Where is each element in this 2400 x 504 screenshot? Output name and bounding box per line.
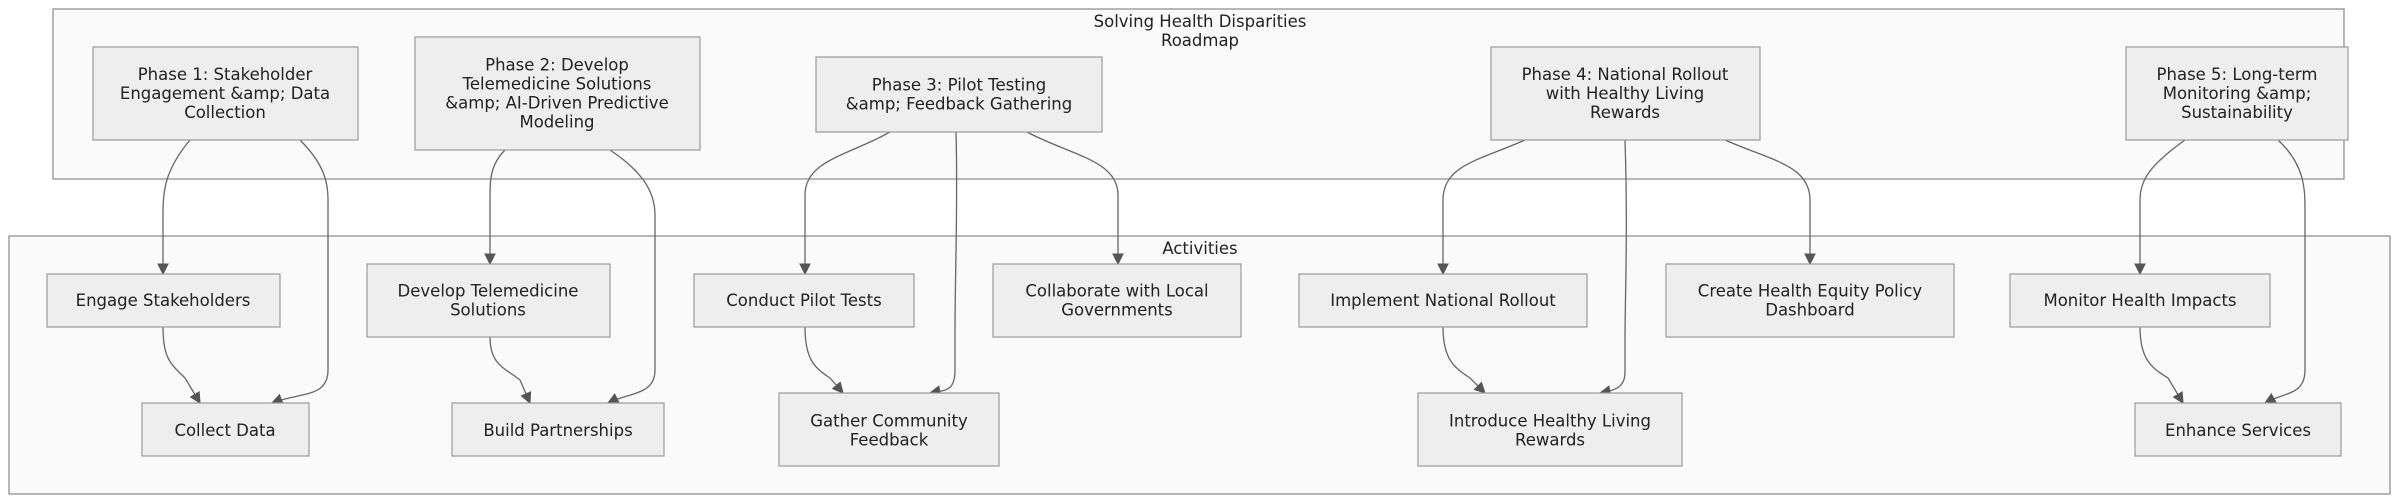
label-line: Engagement &amp; Data (120, 84, 330, 103)
edge-phase4-rewards (1598, 139, 1627, 397)
activity-conduct-pilot-tests-label: Conduct Pilot Tests (726, 291, 881, 310)
label-line: &amp; Feedback Gathering (846, 95, 1072, 114)
edge-engage-collect (162, 326, 201, 405)
activity-monitor-health-impacts: Monitor Health Impacts (2009, 273, 2271, 328)
edges (157, 131, 2306, 405)
label-line: Gather Community (810, 412, 968, 431)
edge-phase2-develop (484, 149, 506, 266)
edge-phase1-collect (270, 139, 329, 405)
label-line: Telemedicine Solutions (462, 75, 652, 94)
label-line: Monitoring &amp; (2163, 84, 2312, 103)
phase-node-3: Phase 3: Pilot Testing&amp; Feedback Gat… (815, 56, 1103, 133)
label-line: Feedback (850, 431, 929, 450)
edge-monitor-enhance (2139, 326, 2184, 405)
activity-conduct-pilot-tests: Conduct Pilot Tests (693, 273, 915, 328)
activity-build-partnerships: Build Partnerships (451, 402, 665, 457)
activity-collect-data-label: Collect Data (174, 421, 275, 440)
label-line: Sustainability (2181, 103, 2293, 122)
label-line: Modeling (519, 113, 594, 132)
edge-rollout-rewards (1442, 326, 1486, 394)
activity-implement-rollout-label: Implement National Rollout (1330, 291, 1556, 310)
label-line: Dashboard (1765, 301, 1855, 320)
activities-cluster-title: Activities (1162, 239, 1237, 258)
label-line: Introduce Healthy Living (1449, 412, 1651, 431)
activity-enhance-services: Enhance Services (2134, 402, 2342, 457)
label-line: Engage Stakeholders (76, 291, 251, 310)
label-line: Collaborate with Local (1025, 282, 1208, 301)
activity-enhance-services-label: Enhance Services (2165, 421, 2311, 440)
activity-build-partnerships-label: Build Partnerships (483, 421, 632, 440)
edge-phase1-engage (157, 139, 191, 276)
label-line: Monitor Health Impacts (2043, 291, 2236, 310)
activity-engage-stakeholders-label: Engage Stakeholders (76, 291, 251, 310)
label-line: Build Partnerships (483, 421, 632, 440)
activity-engage-stakeholders: Engage Stakeholders (46, 273, 281, 328)
label-line: Phase 2: Develop (485, 56, 629, 75)
label-line: with Healthy Living (1546, 84, 1705, 103)
edge-phase5-monitor (2134, 139, 2186, 276)
phase-node-3-label: Phase 3: Pilot Testing&amp; Feedback Gat… (846, 76, 1072, 114)
label-line: Governments (1061, 301, 1173, 320)
edge-phase3-gather (928, 131, 958, 397)
label-line: Phase 1: Stakeholder (138, 65, 313, 84)
label-line: Enhance Services (2165, 421, 2311, 440)
edge-phase4-policy (1724, 139, 1816, 266)
label-line: Solving Health Disparities (1094, 12, 1307, 31)
label-line: Create Health Equity Policy (1698, 282, 1923, 301)
label-line: Solutions (450, 301, 526, 320)
edge-phase5-enhance (2263, 139, 2306, 404)
activity-implement-rollout: Implement National Rollout (1298, 273, 1588, 328)
activity-monitor-health-impacts-label: Monitor Health Impacts (2043, 291, 2236, 310)
edge-phase4-rollout (1437, 139, 1526, 276)
label-line: Rewards (1590, 103, 1660, 122)
edge-pilot-gather (804, 326, 844, 394)
label-line: Rewards (1515, 431, 1585, 450)
edge-phase3-pilot (799, 131, 891, 276)
label-line: &amp; AI-Driven Predictive (445, 94, 668, 113)
label-line: Activities (1162, 239, 1237, 258)
label-line: Phase 4: National Rollout (1522, 65, 1729, 84)
activity-collect-data: Collect Data (141, 402, 310, 457)
label-line: Develop Telemedicine (398, 282, 579, 301)
label-line: Phase 5: Long-term (2157, 65, 2318, 84)
label-line: Collection (184, 103, 266, 122)
label-line: Roadmap (1161, 31, 1239, 50)
edge-phase3-collab (1026, 131, 1124, 266)
label-line: Conduct Pilot Tests (726, 291, 881, 310)
label-line: Collect Data (174, 421, 275, 440)
label-line: Implement National Rollout (1330, 291, 1556, 310)
label-line: Phase 3: Pilot Testing (872, 76, 1046, 95)
edge-develop-build (489, 336, 532, 405)
edge-phase2-build (606, 149, 656, 404)
